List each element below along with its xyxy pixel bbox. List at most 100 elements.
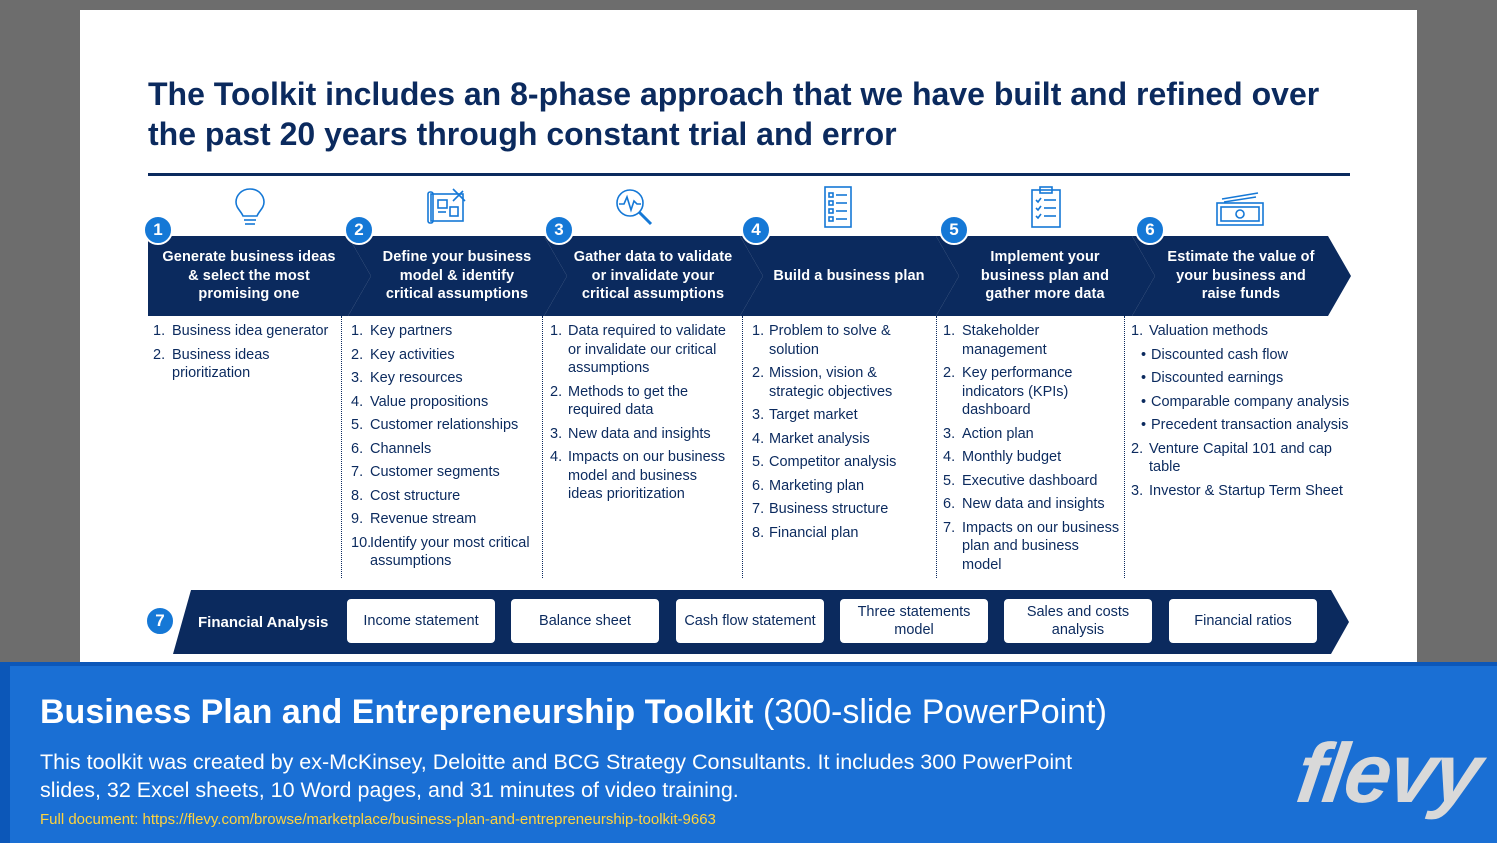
flevy-logo: flevy [1291, 726, 1487, 820]
list-item-number: 6. [752, 477, 765, 494]
list-item-number: • [1141, 417, 1147, 433]
list-item: 4. Impacts on our business model and busi… [550, 448, 732, 504]
column-divider [1124, 316, 1125, 578]
list-item: •Comparable company analysis [1141, 393, 1366, 412]
list-item: 2.Key activities [351, 346, 536, 365]
list-item-text: Marketing plan [769, 477, 865, 494]
list-item-number: 5. [351, 417, 364, 433]
list-item: •Discounted cash flow [1141, 346, 1366, 365]
list-item-text: Identify your most critical assumptions [370, 534, 530, 570]
list-item: 1.Key partners [351, 322, 536, 341]
blueprint-icon [425, 185, 469, 229]
list-item: 3.Key resources [351, 369, 536, 388]
list-item-text: Comparable company analysis [1151, 393, 1350, 410]
phase-4-number: 4 [741, 215, 771, 245]
list-item: 8.Cost structure [351, 487, 536, 506]
list-item-number: 1. [351, 323, 364, 339]
list-item-text: Customer relationships [370, 417, 519, 433]
financial-analysis-label: Financial Analysis [198, 613, 329, 631]
column-divider [742, 316, 743, 578]
list-item-text: Business ideas prioritization [172, 346, 270, 382]
phase-6-arrow: Estimate the value of your business and … [1132, 236, 1351, 316]
list-item: 4.Monthly budget [943, 448, 1121, 467]
phase-3-title: Gather data to validate or invalidate yo… [573, 249, 733, 303]
list-item: 8.Financial plan [752, 524, 932, 543]
list-item: 1.Valuation methods [1131, 322, 1366, 341]
list-item-number: 7. [943, 519, 956, 536]
phase-1-number: 1 [143, 215, 173, 245]
list-item: 3.Action plan [943, 425, 1121, 444]
list-item-number: 3. [550, 425, 563, 442]
list-item-text: Monthly budget [962, 449, 1062, 465]
toolkit-title-bold: Business Plan and Entrepreneurship Toolk… [40, 693, 754, 731]
list-item-number: • [1141, 370, 1147, 386]
list-item-number: 1. [550, 323, 563, 339]
column-divider [936, 316, 937, 578]
footer-panel: Business Plan and Entrepreneurship Toolk… [10, 666, 1497, 843]
balance-sheet-box: Balance sheet [510, 598, 660, 644]
list-item-text: New data and insights [568, 425, 711, 442]
toolkit-description: This toolkit was created by ex-McKinsey,… [40, 750, 1073, 802]
list-item-number: 9. [351, 511, 364, 527]
list-item: 4.Market analysis [752, 430, 932, 449]
list-item-text: Revenue stream [370, 511, 477, 527]
lightbulb-icon [228, 185, 272, 229]
list-item-number: 4. [752, 430, 765, 447]
list-item-text: Executive dashboard [962, 472, 1098, 489]
list-item: 1.Stakeholder management [943, 322, 1121, 359]
list-item-number: 5. [752, 454, 765, 470]
phase-3-number: 3 [544, 215, 574, 245]
list-item-number: 3. [943, 425, 956, 442]
list-item-text: Customer segments [370, 464, 500, 480]
financial-ratios-box: Financial ratios [1168, 598, 1318, 644]
phase-2-arrow: Define your business model & identify cr… [348, 236, 567, 316]
phase-2-items: 1.Key partners 2.Key activities 3.Key reso… [351, 322, 536, 576]
list-item-number: 2. [752, 365, 765, 381]
list-item-text: Methods to get the required data [568, 383, 689, 419]
list-item-number: 8. [351, 487, 364, 504]
list-item-number: 10. [351, 534, 372, 551]
list-item: 10.Identify your most critical assumptio… [351, 534, 536, 571]
magnifier-chart-icon [612, 185, 656, 229]
full-document-link[interactable]: Full document: https://flevy.com/browse/… [40, 811, 716, 828]
phase-7-number: 7 [145, 606, 175, 636]
list-item: •Precedent transaction analysis [1141, 416, 1366, 435]
list-item: 2.Venture Capital 101 and cap table [1131, 440, 1366, 477]
column-divider [542, 316, 543, 578]
list-item: •Discounted earnings [1141, 369, 1366, 388]
list-item: 7.Customer segments [351, 463, 536, 482]
list-item-number: 6. [351, 440, 364, 457]
list-item-text: Stakeholder management [962, 323, 1047, 358]
list-item-number: • [1141, 393, 1147, 410]
list-item: 9. Revenue stream [351, 510, 536, 529]
list-item-number: 4. [550, 449, 563, 465]
list-item-text: Target market [769, 407, 858, 423]
list-item-text: Precedent transaction analysis [1151, 417, 1349, 433]
list-item: 3. New data and insights [550, 425, 732, 444]
list-item-number: 1. [752, 323, 765, 339]
list-item-text: Impacts on our business model and busine… [568, 449, 726, 502]
list-item-number: • [1141, 346, 1147, 363]
list-item-number: 2. [943, 365, 956, 381]
list-item-text: New data and insights [962, 496, 1105, 512]
money-icon [1214, 185, 1264, 229]
list-item-text: Channels [370, 440, 432, 457]
list-item-number: 7. [752, 501, 765, 517]
list-item: 7.Impacts on our business plan and busin… [943, 519, 1121, 575]
three-statements-model-box: Three statements model [839, 598, 989, 644]
list-item-number: 4. [351, 393, 364, 410]
column-divider [341, 316, 342, 578]
list-item-text: Discounted cash flow [1151, 346, 1289, 363]
list-item-number: 2. [1131, 440, 1144, 457]
toolkit-title-light: (300-slide PowerPoint) [753, 693, 1107, 731]
list-item: 1.Problem to solve & solution [752, 322, 932, 359]
phase-3-items: 1.Data required to validate or invalidat… [550, 322, 732, 509]
phase-4-title: Build a business plan [773, 267, 925, 284]
list-item: 4.Value propositions [351, 393, 536, 412]
list-item: 1.Business idea generator [153, 322, 333, 341]
list-item-number: 1. [1131, 323, 1144, 339]
